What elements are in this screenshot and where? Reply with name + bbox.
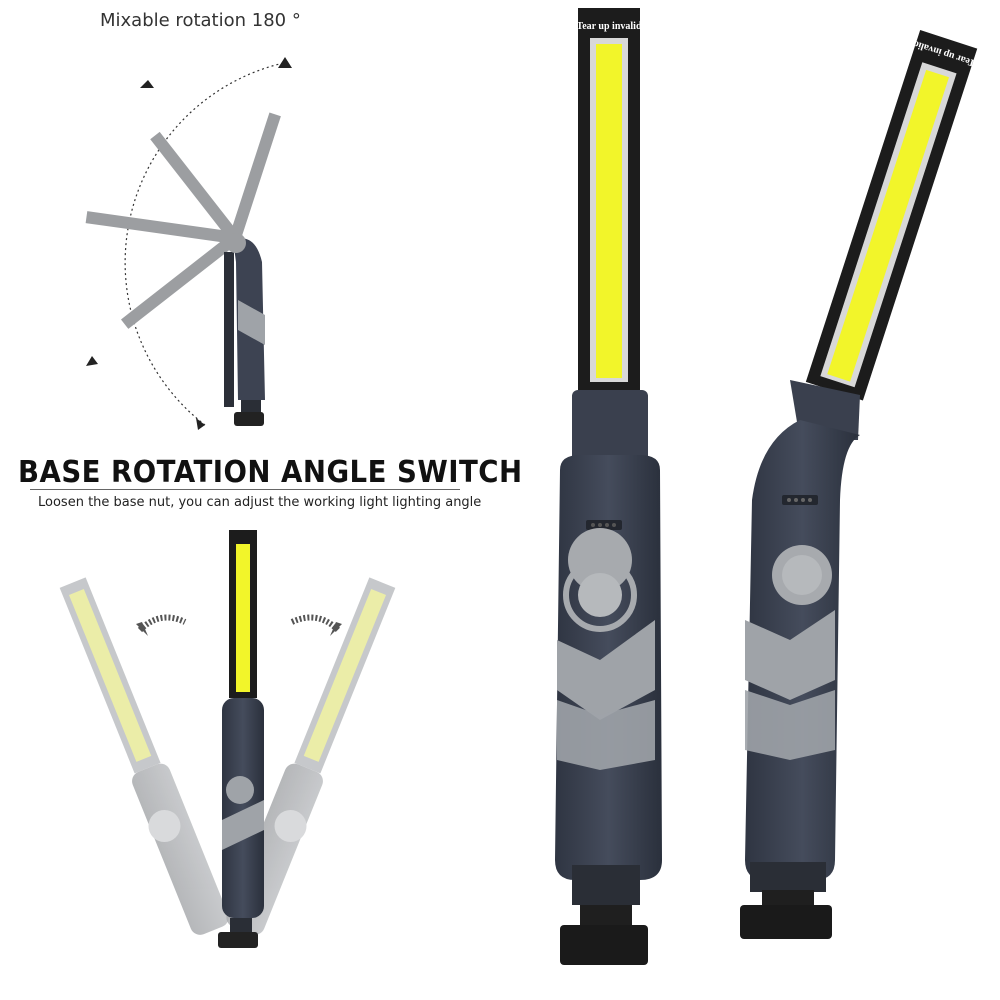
grip-pattern xyxy=(222,800,264,850)
heading-divider xyxy=(30,489,460,490)
hinge-block xyxy=(572,390,648,462)
base-nut xyxy=(234,412,264,426)
grip-pattern xyxy=(557,620,655,720)
straight-work-light: Tear up invalid xyxy=(555,8,662,965)
folded-light-bar xyxy=(224,252,234,407)
section-subtitle: Loosen the base nut, you can adjust the … xyxy=(38,495,482,510)
base-neck xyxy=(241,400,261,412)
sticker-label: Tear up invalid xyxy=(576,21,641,32)
cob-panel xyxy=(827,69,950,382)
right-swing-arrow-icon xyxy=(330,622,342,636)
base-neck xyxy=(230,918,252,933)
rotation-caption: Mixable rotation 180 ° xyxy=(100,10,301,31)
handle-body xyxy=(222,698,264,918)
indicator-dot xyxy=(787,498,791,502)
battery-indicator xyxy=(782,495,818,505)
section-heading: BASE ROTATION ANGLE SWITCH xyxy=(18,455,523,490)
left-swing-arrow-icon xyxy=(136,622,148,636)
indicator-dot xyxy=(808,498,812,502)
tilted-head: Tear up invalid xyxy=(805,30,978,401)
ghost-light-left xyxy=(59,577,229,935)
indicator-dot xyxy=(591,523,595,527)
base-nut xyxy=(560,925,648,965)
grip-pattern xyxy=(745,610,835,700)
grip-pattern xyxy=(557,700,655,770)
ghost-cob xyxy=(68,588,152,762)
indicator-dot xyxy=(794,498,798,502)
base-neck xyxy=(750,862,826,892)
grip-pattern xyxy=(238,300,265,345)
left-swing-arrow-icon xyxy=(137,614,187,633)
dial-center xyxy=(578,573,622,617)
arm-position xyxy=(85,211,236,244)
dial-icon xyxy=(226,776,254,804)
indicator-dot xyxy=(598,523,602,527)
cob-panel xyxy=(596,44,622,378)
battery-indicator xyxy=(586,520,622,530)
rotation-arc xyxy=(124,61,289,426)
ghost-handle xyxy=(132,763,229,935)
bent-work-light: Tear up invalid xyxy=(740,30,978,939)
base-stem xyxy=(762,890,814,908)
ghost-dial-icon xyxy=(148,809,181,842)
center-light xyxy=(218,530,264,948)
cob-panel xyxy=(236,544,250,692)
ghost-cob xyxy=(303,588,387,762)
hinge-icon xyxy=(226,233,246,253)
grip-pattern xyxy=(745,690,835,760)
right-swing-arrow-icon xyxy=(290,614,341,633)
arc-arrow-icon xyxy=(278,57,292,68)
base-neck xyxy=(572,865,640,905)
arm-position xyxy=(229,112,281,240)
rotation-diagram xyxy=(85,57,292,430)
base-stem xyxy=(580,905,632,925)
indicator-dot xyxy=(605,523,609,527)
dial-ring xyxy=(563,558,637,632)
arc-arrow-icon xyxy=(140,80,154,88)
base-nut xyxy=(218,932,258,948)
rotating-arms xyxy=(85,112,281,329)
arm-position xyxy=(120,233,239,329)
base-angle-demo xyxy=(59,530,396,948)
indicator-dot xyxy=(612,523,616,527)
indicator-dot xyxy=(801,498,805,502)
arm-position xyxy=(150,131,240,242)
arc-arrow-icon xyxy=(196,418,205,430)
dial-center xyxy=(782,555,822,595)
base-nut xyxy=(740,905,832,939)
ghost-dial-icon xyxy=(274,809,307,842)
arc-arrow-icon xyxy=(86,356,98,366)
